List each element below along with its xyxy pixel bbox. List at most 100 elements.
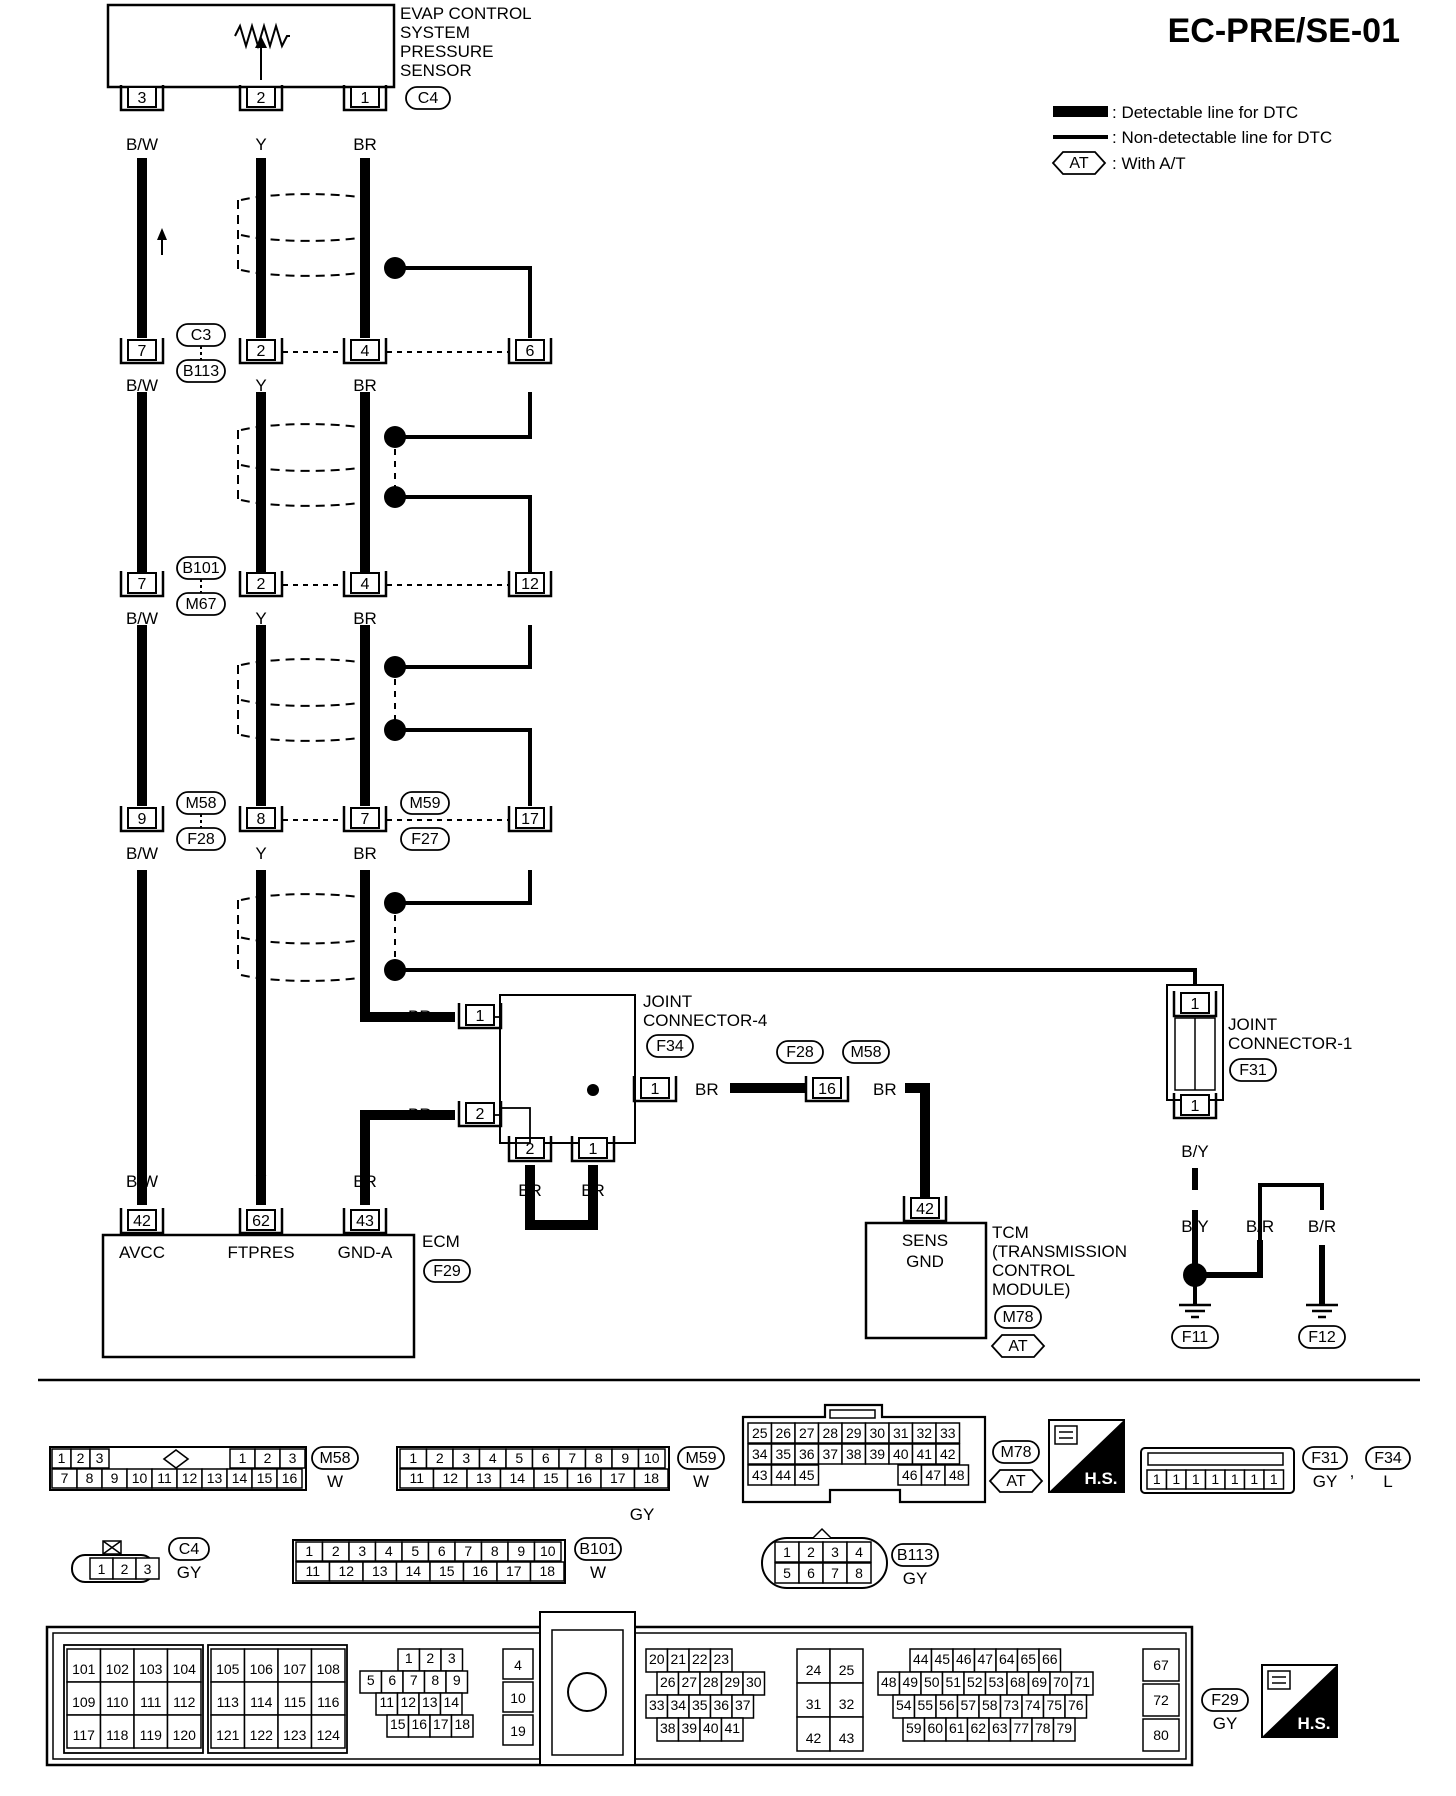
connector-id-label: M59 <box>409 795 440 812</box>
jc1-label-line: JOINT <box>1228 1015 1277 1034</box>
connector-id-label: B101 <box>182 560 219 577</box>
f29-pin: 38 <box>660 1720 676 1736</box>
f29-pin: 122 <box>250 1727 274 1743</box>
pin-cell <box>243 1648 279 1683</box>
m78-pin: 42 <box>940 1446 956 1462</box>
f29-pin: 76 <box>1068 1697 1084 1713</box>
connector-oval <box>168 1537 210 1561</box>
m59-pin: 12 <box>442 1470 458 1486</box>
m78-pin: 43 <box>752 1467 768 1483</box>
shield-drain-dot <box>384 486 406 508</box>
f29-pin: 107 <box>283 1661 307 1677</box>
stage-pin-shield: 6 <box>507 338 553 365</box>
pin-housing <box>119 806 165 833</box>
sensor-pin-3: 3 <box>119 85 165 112</box>
wire-label-bw: B/W <box>126 135 158 154</box>
f29-id: F29 <box>1201 1688 1249 1712</box>
pin-number: 62 <box>252 1213 270 1230</box>
f29-pin: 52 <box>967 1674 983 1690</box>
wire-label-br: BR <box>518 1181 542 1200</box>
sensor-connector-c4: C4 <box>405 86 451 110</box>
m78-pin: 39 <box>869 1446 885 1462</box>
f31-slot <box>1147 1452 1284 1466</box>
f29-pin: 71 <box>1074 1674 1090 1690</box>
m59-pin: 18 <box>643 1470 659 1486</box>
c4-pin: 3 <box>144 1561 152 1577</box>
m58-id: M58 <box>311 1446 359 1470</box>
f29-pin: 118 <box>106 1727 129 1743</box>
f29-pin: 53 <box>988 1674 1004 1690</box>
shield-mid <box>240 699 376 707</box>
wire-label-br2: B/R <box>1246 1217 1274 1236</box>
legend-at-text: : With A/T <box>1112 154 1186 173</box>
ecm-terminal-label: FTPRES <box>227 1243 294 1262</box>
connector-oval <box>400 791 450 815</box>
connector-id-label: F28 <box>786 1044 814 1061</box>
m78-pin: 45 <box>799 1467 815 1483</box>
m58-pin: 13 <box>207 1470 223 1486</box>
m58-pin: 16 <box>282 1470 298 1486</box>
wire-label-br: BR <box>353 609 377 628</box>
f29-pin: 102 <box>106 1661 130 1677</box>
ecm-pin: 42 <box>119 1208 165 1235</box>
connector-id-label: F28 <box>187 831 215 848</box>
b101-pin: 16 <box>472 1563 488 1579</box>
wire-label-br: BR <box>408 1007 432 1026</box>
at-hexagon <box>988 1469 1044 1493</box>
m78-pin: 38 <box>846 1446 862 1462</box>
f29-pin: 31 <box>806 1696 822 1712</box>
pin-housing <box>804 1076 850 1103</box>
pin-housing <box>632 1076 678 1103</box>
jc4-label-line: CONNECTOR-4 <box>643 1011 767 1030</box>
connector-oval <box>646 1034 694 1058</box>
m58-pin: 14 <box>232 1470 248 1486</box>
f29-pin: 48 <box>881 1674 897 1690</box>
shield-3 <box>237 658 376 742</box>
wire-label-br: BR <box>353 376 377 395</box>
f29-pin: 104 <box>173 1661 197 1677</box>
m78-pin: 30 <box>869 1425 885 1441</box>
ecm-terminal-label: AVCC <box>119 1243 165 1262</box>
hs-connector-icon <box>1267 1670 1291 1690</box>
m59-pin: 8 <box>595 1450 603 1466</box>
f29-pin: 17 <box>433 1716 449 1732</box>
wire-label: BR <box>353 1172 377 1191</box>
m78-pin: 44 <box>775 1467 791 1483</box>
stage-connector-bottom-2: F27 <box>400 827 450 851</box>
connector-id-label: F12 <box>1308 1329 1336 1346</box>
f29-pin: 116 <box>317 1694 340 1710</box>
connector-id-label: C4 <box>418 90 439 107</box>
b113-pin: 2 <box>807 1544 815 1560</box>
f29-pin: 124 <box>317 1727 341 1743</box>
wire-label: B/W <box>126 1172 158 1191</box>
f29-pin: 110 <box>106 1694 129 1710</box>
pin-number: 16 <box>818 1081 836 1098</box>
shield-drain-wire <box>395 728 532 806</box>
stage-pin-y: 8 <box>238 806 284 833</box>
wire-label-br: BR <box>353 135 377 154</box>
f29-pin: 49 <box>902 1674 918 1690</box>
f29-pin: 67 <box>1153 1657 1169 1673</box>
m78-latch <box>829 1409 876 1419</box>
m59-pin: 5 <box>515 1450 523 1466</box>
f29-pin: 13 <box>422 1694 438 1710</box>
pin-housing <box>342 571 388 598</box>
pin-box <box>465 1004 495 1026</box>
m58-pin: 12 <box>182 1470 198 1486</box>
pin-cell <box>166 1714 202 1749</box>
f29-pin: 61 <box>949 1720 965 1736</box>
f29-pin: 37 <box>735 1697 751 1713</box>
connector-id-label: F34 <box>1374 1450 1402 1467</box>
ecm-pin: 43 <box>342 1208 388 1235</box>
pin-housing <box>1172 991 1218 1018</box>
f29-pin: 46 <box>956 1651 972 1667</box>
m59-pin: 9 <box>621 1450 629 1466</box>
connector-id-label: F31 <box>1311 1450 1339 1467</box>
pin-housing <box>342 85 388 112</box>
pin-box <box>350 1209 380 1231</box>
f29-pin: 10 <box>510 1690 526 1706</box>
b113-color: GY <box>903 1569 928 1588</box>
pin-number: 2 <box>476 1106 485 1123</box>
at-label: AT <box>1008 1338 1027 1355</box>
